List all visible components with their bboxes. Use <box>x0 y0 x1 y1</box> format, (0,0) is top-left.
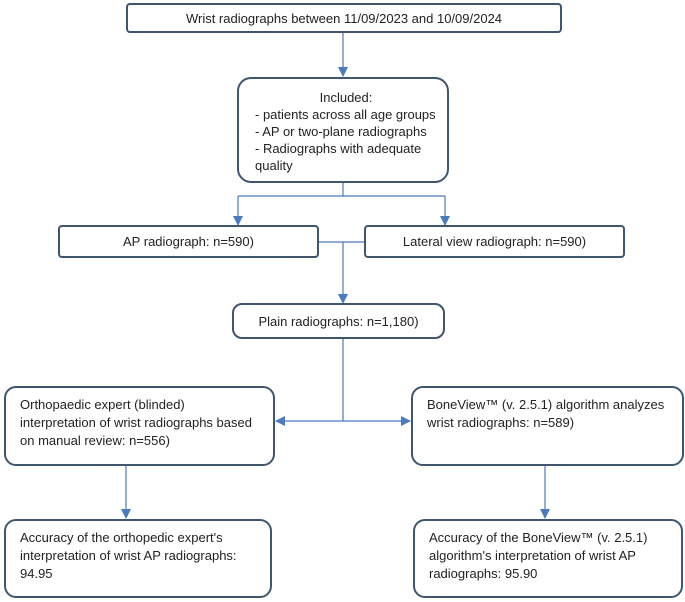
inclusion-item: - Radiographs with adequate quality <box>255 141 422 173</box>
box-accuracy-expert-text: Accuracy of the orthopedic expert's inte… <box>20 530 237 581</box>
box-lateral-radiograph-text: Lateral view radiograph: n=590) <box>402 234 587 249</box>
box-wrist-radiographs-text: Wrist radiographs between 11/09/2023 and… <box>185 10 503 26</box>
inclusion-item: - patients across all age groups <box>255 107 436 122</box>
box-accuracy-boneview: Accuracy of the BoneView™ (v. 2.5.1) alg… <box>413 519 683 598</box>
box-orthopaedic-expert: Orthopaedic expert (blinded) interpretat… <box>4 386 275 466</box>
box-boneview-algorithm: BoneView™ (v. 2.5.1) algorithm analyzes … <box>411 386 684 466</box>
box-ap-radiograph: AP radiograph: n=590) <box>58 225 319 258</box>
box-plain-radiographs-text: Plain radiographs: n=1,180) <box>258 313 419 329</box>
box-lateral-radiograph: Lateral view radiograph: n=590) <box>364 225 625 258</box>
inclusion-item: - AP or two-plane radiographs <box>255 124 427 139</box>
box-orthopaedic-expert-text: Orthopaedic expert (blinded) interpretat… <box>20 397 252 448</box>
box-accuracy-boneview-text: Accuracy of the BoneView™ (v. 2.5.1) alg… <box>429 530 648 581</box>
box-boneview-algorithm-text: BoneView™ (v. 2.5.1) algorithm analyzes … <box>427 397 665 430</box>
box-wrist-radiographs: Wrist radiographs between 11/09/2023 and… <box>126 3 562 33</box>
box-inclusion-criteria: Included: - patients across all age grou… <box>237 77 449 183</box>
box-accuracy-expert: Accuracy of the orthopedic expert's inte… <box>4 519 272 598</box>
box-plain-radiographs: Plain radiographs: n=1,180) <box>232 303 445 339</box>
inclusion-title: Included: <box>319 90 373 105</box>
box-ap-radiograph-text: AP radiograph: n=590) <box>123 234 254 249</box>
